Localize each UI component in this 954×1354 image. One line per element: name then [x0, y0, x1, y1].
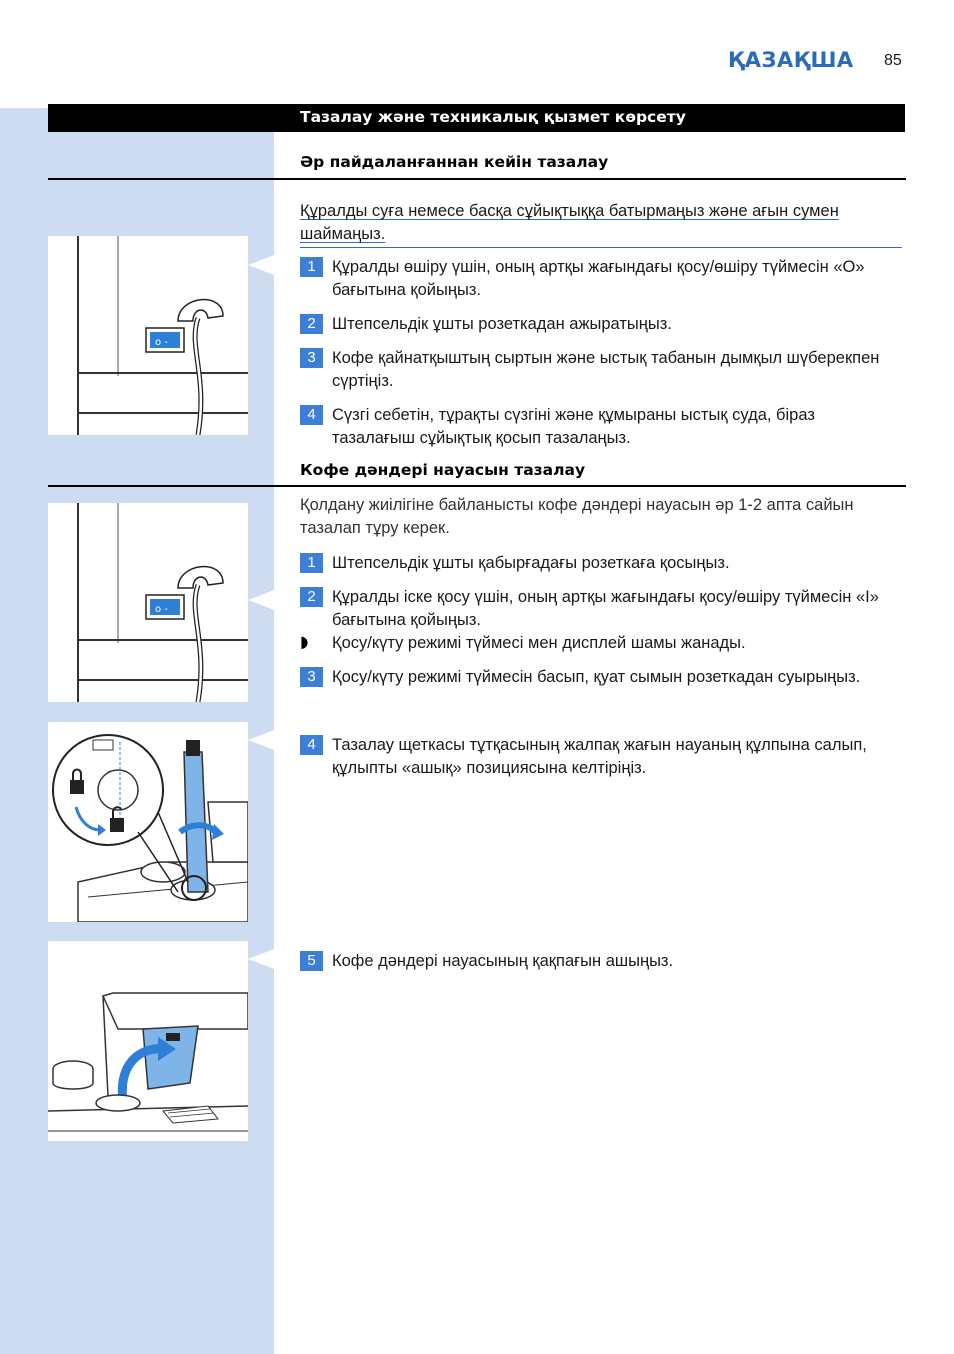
- step-number: 1: [300, 553, 323, 573]
- figure-pointer: [248, 255, 274, 275]
- svg-text:o -: o -: [155, 604, 168, 615]
- svg-text:o -: o -: [155, 337, 168, 348]
- figure-pointer: [248, 949, 274, 969]
- power-switch-off-illustration: o -: [77, 236, 248, 435]
- lock-closed-icon: [70, 780, 84, 794]
- step-text: Кофе дәндері науасының қақпағын ашыңыз.: [332, 952, 674, 970]
- step-number: 5: [300, 951, 323, 971]
- figure-pointer: [248, 730, 274, 750]
- step-number: 3: [300, 348, 323, 368]
- step-text: Штепсельдік ұшты қабырғадағы розеткаға қ…: [332, 554, 730, 572]
- step-number: 1: [300, 257, 323, 277]
- result-text: Қосу/күту режимі түймесі мен дисплей шам…: [332, 634, 746, 652]
- section-title: Тазалау және техникалық қызмет көрсету: [300, 108, 686, 126]
- step-text: Сүзгі себетін, тұрақты сүзгіні және құмы…: [332, 406, 815, 447]
- switch-rocker-icon: [150, 332, 180, 348]
- subsection-heading-bean-tray: Кофе дәндері науасын тазалау: [300, 461, 586, 479]
- tray-lid-open-figure: [48, 941, 248, 1141]
- language-label: ҚАЗАҚША: [728, 48, 854, 72]
- step-text: Штепсельдік ұшты розеткадан ажыратыңыз.: [332, 315, 672, 333]
- tray-lid-icon: [142, 1025, 199, 1090]
- brush-bristle-icon: [186, 740, 200, 756]
- step-text: Кофе қайнатқыштың сыртын және ыстық таба…: [332, 349, 880, 390]
- page-number: 85: [884, 52, 902, 69]
- step-number: 3: [300, 667, 323, 687]
- switch-rocker-icon: [150, 599, 180, 615]
- section-title-bar: [48, 104, 905, 132]
- subsection-rule: [48, 485, 906, 487]
- turn-arrow-icon: [74, 806, 101, 832]
- result-marker: ◗: [300, 632, 309, 651]
- tray-unlock-illustration: [52, 734, 248, 922]
- power-switch-off-figure: o -: [48, 236, 248, 435]
- figure-pointer: [248, 590, 274, 610]
- intro-paragraph: Қолдану жиілігіне байланысты кофе дәндер…: [300, 496, 854, 537]
- power-switch-on-illustration: o -: [77, 503, 248, 702]
- power-switch-icon: [145, 327, 185, 353]
- cleaning-brush-icon: [183, 751, 209, 893]
- step-number: 2: [300, 587, 323, 607]
- tray-unlock-figure: [48, 722, 248, 922]
- step-number: 4: [300, 405, 323, 425]
- subsection-rule: [48, 178, 906, 180]
- step-text: Тазалау щеткасы тұтқасының жалпақ жағын …: [332, 736, 867, 777]
- step-text: Қосу/күту режимі түймесін басып, қуат сы…: [332, 668, 861, 686]
- step-number: 2: [300, 314, 323, 334]
- warning-notice: Құралды суға немесе басқа сұйықтыққа бат…: [300, 200, 902, 248]
- step-number: 4: [300, 735, 323, 755]
- power-switch-on-figure: o -: [48, 503, 248, 702]
- step-text: Құралды іске қосу үшін, оның артқы жағын…: [332, 588, 879, 629]
- tray-lid-open-illustration: [48, 992, 248, 1132]
- step-text: Құралды өшіру үшін, оның артқы жағындағы…: [332, 258, 865, 299]
- subsection-heading-after-use: Әр пайдаланғаннан кейін тазалау: [300, 153, 609, 171]
- lock-open-icon: [110, 818, 124, 832]
- power-switch-icon: [145, 594, 185, 620]
